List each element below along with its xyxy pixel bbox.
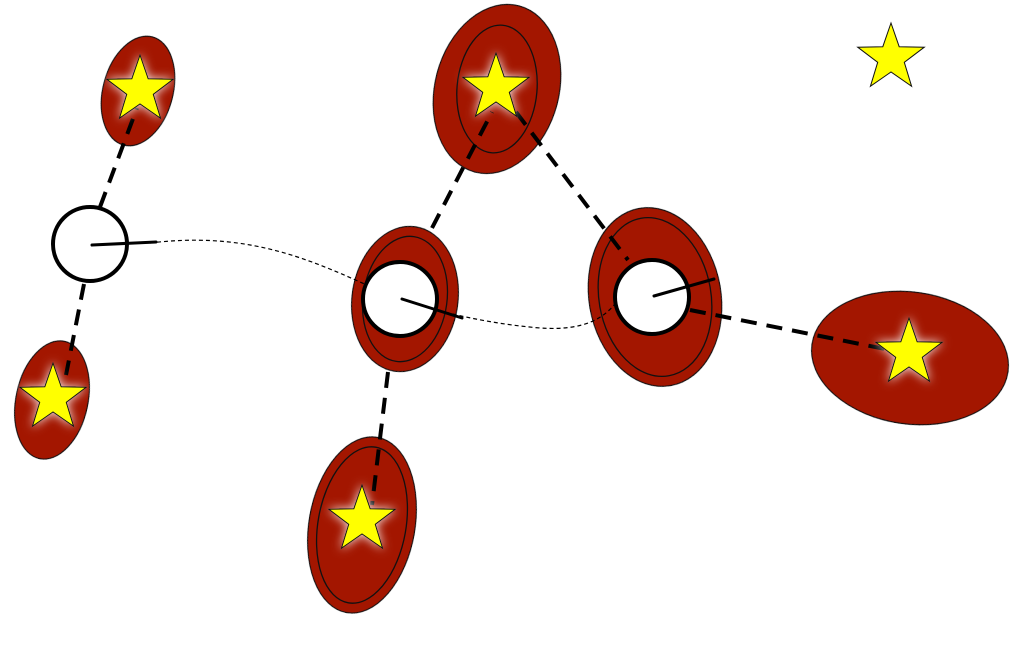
pose-3-inner-ellipse bbox=[597, 216, 713, 378]
observation-links bbox=[64, 107, 901, 506]
observation-link bbox=[370, 371, 390, 506]
pose-heading-tick bbox=[652, 277, 716, 298]
observation-link bbox=[98, 107, 139, 208]
robot-poses bbox=[51, 205, 716, 338]
odometry-trajectory bbox=[149, 239, 619, 330]
observation-link bbox=[64, 283, 86, 376]
landmark-4-inner-ellipse bbox=[315, 446, 409, 604]
observation-link bbox=[430, 111, 494, 229]
observation-link bbox=[514, 110, 630, 262]
star-icon bbox=[857, 22, 925, 87]
pose-heading-tick bbox=[400, 297, 464, 320]
observation-link bbox=[689, 308, 901, 354]
pose-heading-tick bbox=[90, 240, 158, 247]
landmark-uncertainty-ellipses bbox=[14, 3, 1010, 614]
robot-pose-circle-icon bbox=[613, 258, 691, 336]
landmark-3-inner-ellipse bbox=[456, 24, 538, 154]
robot-pose-circle-icon bbox=[361, 260, 439, 338]
